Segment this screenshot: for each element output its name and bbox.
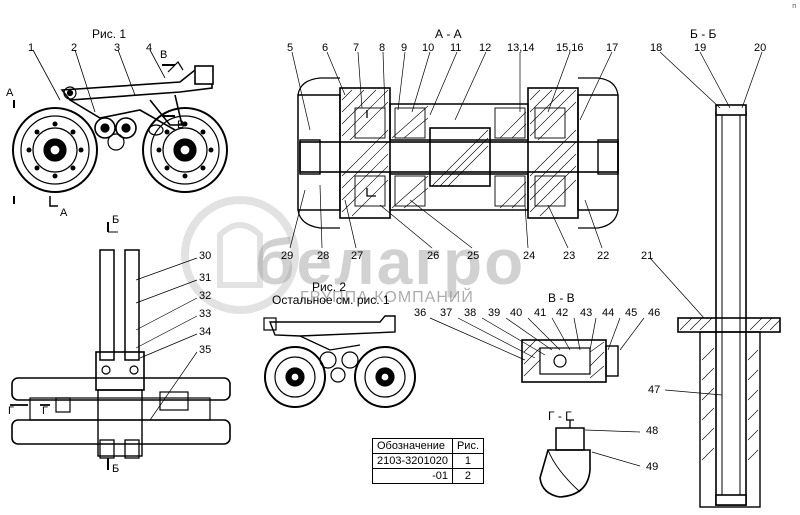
fig2-note: Остальное см. рис. 1 — [272, 293, 390, 307]
callout-39: 39 — [488, 307, 501, 319]
section-vv — [521, 339, 619, 383]
callout-27: 27 — [351, 250, 364, 262]
callout-3: 3 — [114, 42, 121, 54]
section-mark-b-top: Б — [112, 214, 120, 226]
row-designation: 2103-3201020 — [372, 453, 453, 469]
callout-24: 24 — [523, 250, 536, 262]
callout-7: 7 — [353, 42, 360, 54]
table-row: 2103-3201020 1 — [372, 453, 485, 469]
callout-17: 17 — [606, 42, 619, 54]
row-figure: 1 — [451, 453, 485, 469]
section-mark-g-left: Г — [8, 405, 14, 417]
callout-38: 38 — [464, 307, 477, 319]
row-designation: -01 — [372, 468, 453, 484]
fig2-side-view — [263, 315, 416, 408]
callout-2: 2 — [71, 42, 78, 54]
header-designation: Обозначение — [372, 438, 453, 454]
callout-13-14: 13,14 — [507, 42, 535, 54]
callout-5: 5 — [287, 42, 294, 54]
callout-21: 21 — [641, 250, 654, 262]
callout-36: 36 — [414, 307, 427, 319]
callout-28: 28 — [317, 250, 330, 262]
callout-23: 23 — [563, 250, 576, 262]
callout-29: 29 — [281, 250, 294, 262]
callout-10: 10 — [422, 42, 435, 54]
section-mark-v-bottom: В — [177, 119, 185, 131]
callout-22: 22 — [597, 250, 610, 262]
section-vv-title: В - В — [548, 291, 575, 305]
watermark-subtitle: ГРУППА КОМПАНИЙ — [300, 289, 474, 306]
callout-11: 11 — [450, 42, 462, 54]
callout-31: 31 — [199, 272, 212, 284]
callout-41: 41 — [534, 307, 547, 319]
section-gg-title: Г - Г — [548, 409, 572, 423]
callout-6: 6 — [322, 42, 329, 54]
callout-49: 49 — [646, 461, 659, 473]
watermark-name: белагро — [255, 226, 526, 298]
callout-8: 8 — [379, 42, 386, 54]
callout-20: 20 — [754, 42, 767, 54]
callout-12: 12 — [479, 42, 492, 54]
front-view — [10, 222, 231, 470]
callout-32: 32 — [199, 290, 212, 302]
callout-25: 25 — [467, 250, 480, 262]
callout-43: 43 — [580, 307, 593, 319]
header-figure: Рис. — [451, 438, 485, 454]
callout-15-16: 15,16 — [556, 42, 584, 54]
section-bb-title: Б - Б — [690, 27, 717, 41]
callout-44: 44 — [602, 307, 615, 319]
callout-1: 1 — [28, 42, 35, 54]
fig2-title: Рис. 2 — [312, 280, 347, 294]
section-mark-g-right: Г — [42, 405, 48, 417]
callout-18: 18 — [650, 42, 663, 54]
callout-42: 42 — [556, 307, 569, 319]
fig1-side-view — [12, 61, 228, 207]
section-gg — [539, 419, 591, 498]
fig1-title: Рис. 1 — [92, 27, 127, 41]
section-bb — [677, 104, 781, 508]
callout-40: 40 — [510, 307, 523, 319]
callout-45: 45 — [625, 307, 638, 319]
section-aa — [297, 77, 619, 229]
section-mark-a-top: А — [6, 87, 14, 99]
callout-19: 19 — [694, 42, 707, 54]
callout-26: 26 — [427, 250, 440, 262]
callout-35: 35 — [199, 344, 212, 356]
corner-mark: п — [792, 3, 796, 10]
row-figure: 2 — [451, 468, 485, 484]
section-mark-a-bottom: А — [60, 207, 68, 219]
callout-47: 47 — [648, 384, 661, 396]
section-mark-v-top: В — [160, 49, 168, 61]
callout-46: 46 — [648, 307, 661, 319]
table-header-row: Обозначение Рис. — [372, 438, 485, 454]
table-row: -01 2 — [372, 468, 485, 484]
callout-4: 4 — [146, 42, 153, 54]
callout-33: 33 — [199, 308, 212, 320]
callout-34: 34 — [199, 326, 212, 338]
callout-48: 48 — [646, 425, 659, 437]
callout-9: 9 — [401, 42, 408, 54]
watermark-logo — [181, 196, 299, 314]
callout-37: 37 — [440, 307, 453, 319]
section-mark-b-bottom: Б — [112, 463, 120, 475]
section-aa-title: А - А — [435, 27, 462, 41]
designation-table: Обозначение Рис. 2103-3201020 1 -01 2 — [372, 438, 485, 484]
callout-30: 30 — [199, 250, 212, 262]
